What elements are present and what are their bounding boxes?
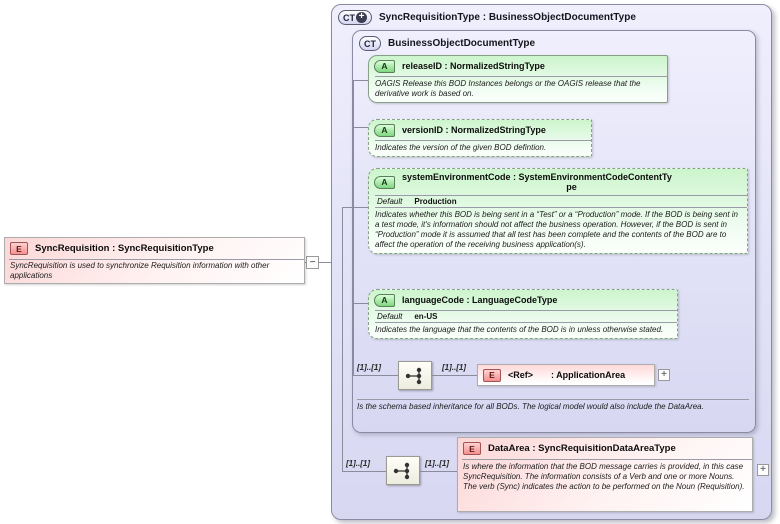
element-title: DataArea : SyncRequisitionDataAreaType bbox=[488, 443, 676, 454]
attribute-title: languageCode : LanguageCodeType bbox=[402, 295, 558, 305]
attribute-badge-icon: A bbox=[374, 293, 395, 307]
sequence-glyph-icon bbox=[405, 367, 422, 384]
attribute-description: Indicates the language that the contents… bbox=[375, 325, 664, 334]
attribute-description: Indicates the version of the given BOD d… bbox=[375, 143, 547, 152]
sequence-glyph-icon bbox=[393, 462, 410, 479]
connector-tick bbox=[353, 303, 369, 304]
attribute-spine-line bbox=[353, 80, 354, 375]
connector-tick bbox=[353, 80, 369, 81]
attribute-badge-icon: A bbox=[374, 59, 395, 73]
ref-name: <Ref> bbox=[508, 370, 534, 380]
attribute-badge-icon: A bbox=[374, 175, 395, 189]
connector-tick bbox=[353, 207, 369, 208]
element-node-dataarea[interactable]: E DataArea : SyncRequisitionDataAreaType… bbox=[457, 437, 753, 512]
element-badge-icon: E bbox=[483, 368, 501, 382]
divider bbox=[375, 76, 667, 77]
complextype-icon: CT bbox=[359, 36, 381, 51]
basetype-title: BusinessObjectDocumentType bbox=[388, 38, 536, 49]
plus-circle-icon: + bbox=[356, 12, 367, 23]
attribute-title: versionID : NormalizedStringType bbox=[402, 125, 546, 135]
connector-tick bbox=[342, 207, 353, 208]
divider bbox=[375, 140, 591, 141]
attribute-title: releaseID : NormalizedStringType bbox=[402, 61, 545, 71]
complextype-title: SyncRequisitionType : BusinessObjectDocu… bbox=[379, 12, 636, 23]
expand-handle[interactable]: + bbox=[757, 464, 769, 476]
cardinality-label: [1]..[1] bbox=[442, 363, 466, 372]
attribute-title: systemEnvironmentCode : SystemEnvironmen… bbox=[402, 172, 672, 192]
expand-handle[interactable]: + bbox=[658, 369, 670, 381]
divider bbox=[375, 322, 677, 323]
element-node-syncrequisition[interactable]: E SyncRequisition : SyncRequisitionType … bbox=[4, 237, 305, 284]
attribute-badge-icon: A bbox=[374, 123, 395, 137]
connector-tick bbox=[353, 127, 369, 128]
attribute-node-languagecode[interactable]: A languageCode : LanguageCodeType Defaul… bbox=[368, 289, 678, 339]
sequence-icon[interactable] bbox=[386, 456, 420, 485]
attribute-description: OAGIS Release this BOD Instances belongs… bbox=[375, 79, 641, 98]
cardinality-label: [1]..[1] bbox=[425, 459, 449, 468]
ref-type: : ApplicationArea bbox=[551, 370, 626, 380]
element-description: Is where the information that the BOD me… bbox=[463, 462, 745, 491]
element-title: SyncRequisition : SyncRequisitionType bbox=[35, 243, 214, 254]
divider bbox=[375, 195, 747, 196]
connector-line bbox=[342, 471, 386, 472]
connector-line bbox=[432, 375, 477, 376]
connector-line bbox=[353, 375, 398, 376]
element-badge-icon: E bbox=[463, 442, 481, 455]
connector-line bbox=[304, 262, 344, 263]
default-label: Default bbox=[377, 197, 403, 206]
sequence-icon[interactable] bbox=[398, 361, 432, 390]
divider bbox=[9, 259, 304, 260]
complextype-derived-icon: CT+ bbox=[338, 10, 372, 25]
collapse-handle[interactable]: − bbox=[306, 256, 319, 269]
default-value: Production bbox=[414, 197, 457, 206]
attribute-node-systemenvironmentcode[interactable]: A systemEnvironmentCode : SystemEnvironm… bbox=[368, 168, 748, 254]
element-node-applicationarea-ref[interactable]: E <Ref> : ApplicationArea bbox=[477, 364, 655, 386]
attribute-node-releaseid[interactable]: A releaseID : NormalizedStringType OAGIS… bbox=[368, 55, 668, 103]
basetype-footer-note: Is the schema based inheritance for all … bbox=[357, 402, 704, 411]
divider bbox=[375, 310, 677, 311]
default-value: en-US bbox=[414, 312, 438, 321]
content-spine-line bbox=[342, 207, 343, 472]
connector-line bbox=[420, 471, 457, 472]
attribute-description: Indicates whether this BOD is being sent… bbox=[375, 210, 738, 249]
cardinality-label: [1]..[1] bbox=[346, 459, 370, 468]
element-description: SyncRequisition is used to synchronize R… bbox=[10, 261, 270, 280]
element-badge-icon: E bbox=[10, 242, 28, 255]
divider bbox=[462, 459, 752, 460]
default-label: Default bbox=[377, 312, 403, 321]
divider bbox=[375, 207, 747, 208]
attribute-node-versionid[interactable]: A versionID : NormalizedStringType Indic… bbox=[368, 119, 592, 157]
divider bbox=[357, 399, 749, 400]
cardinality-label: [1]..[1] bbox=[357, 363, 381, 372]
